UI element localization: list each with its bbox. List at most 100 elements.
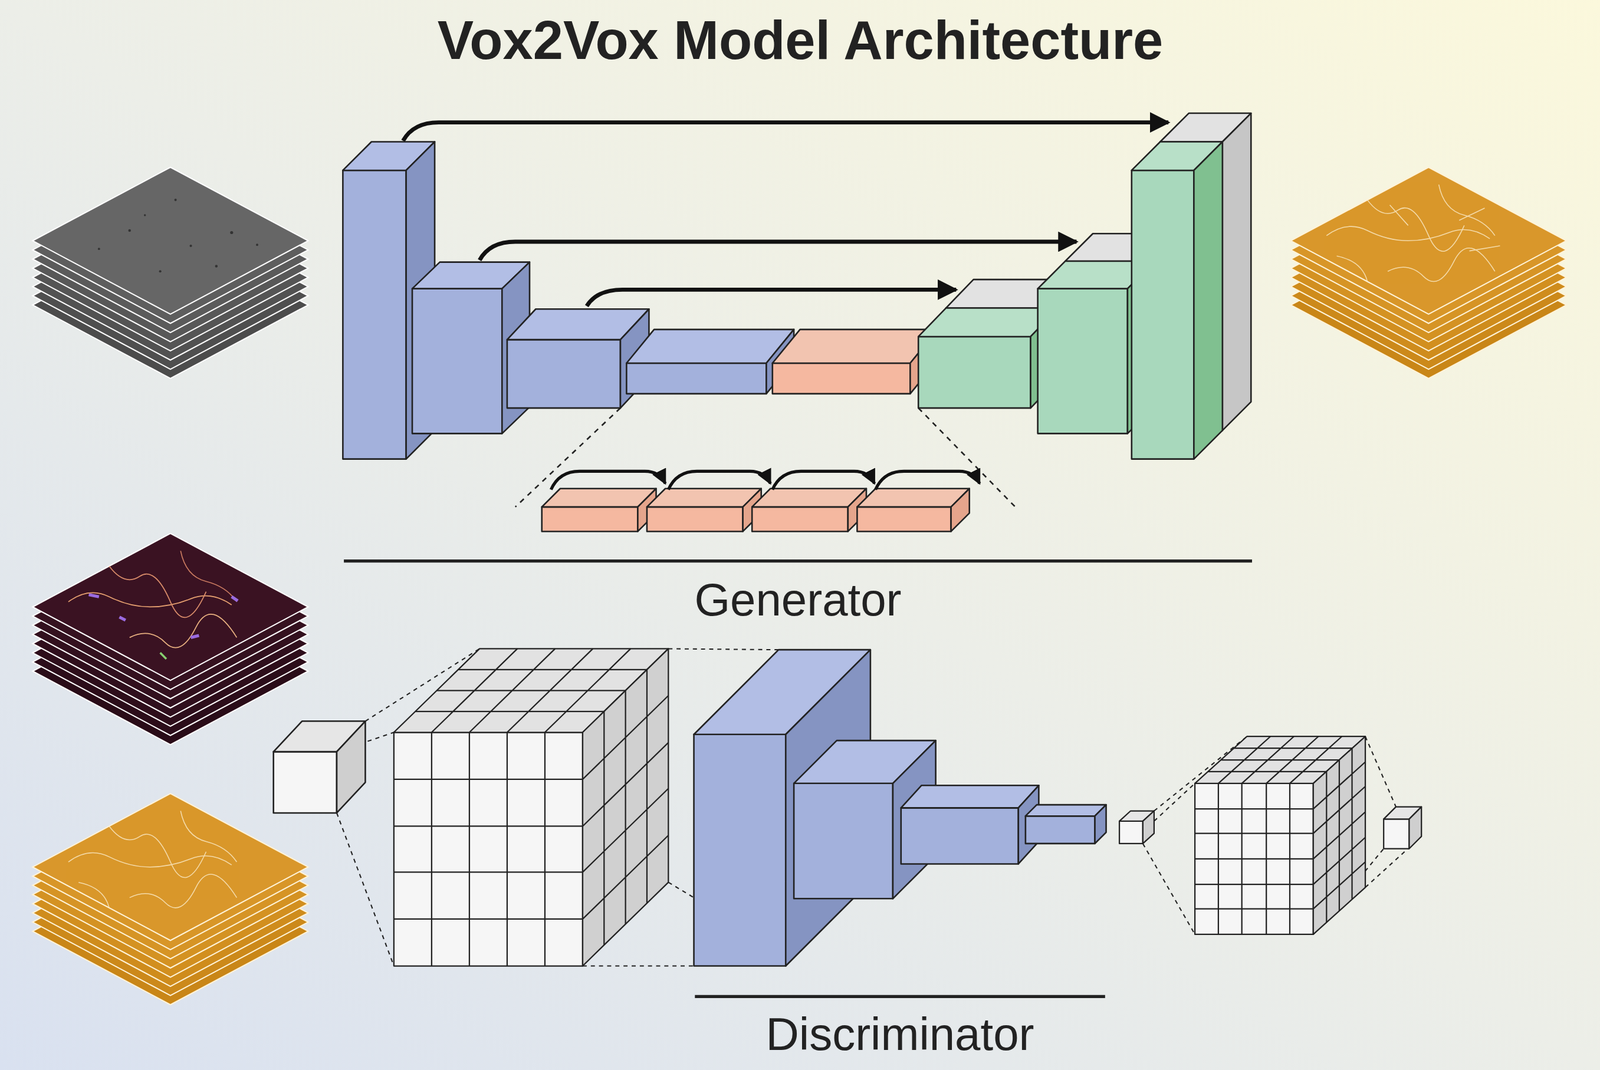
input-stack: [189, 244, 192, 248]
output-stack: [1290, 167, 1567, 315]
output-cube: [1408, 807, 1422, 850]
residual-block: [646, 507, 744, 532]
patch-lines: [582, 965, 695, 967]
decoder-block: [918, 336, 1031, 409]
output-stack: [1326, 226, 1490, 241]
decoder-block: [1222, 113, 1251, 431]
output-stack: [1326, 184, 1500, 282]
diagram-title: Vox2Vox Model Architecture: [437, 12, 1163, 68]
bottleneck-block: [772, 329, 938, 394]
output-stack: [1438, 184, 1496, 236]
output-stack: [1387, 248, 1496, 282]
encoder-block: [342, 170, 406, 460]
output-stack: [1290, 167, 1567, 379]
discriminator-block: [793, 783, 893, 900]
skip-arrow: [586, 289, 956, 307]
residual-block: [646, 488, 762, 508]
residual-arrow: [875, 471, 980, 490]
target-stack: [89, 595, 239, 639]
target-stack: [180, 550, 237, 603]
output-cube: [1119, 736, 1422, 935]
input-stack: [32, 167, 308, 315]
section-label: Discriminator: [765, 1011, 1034, 1058]
discriminator-block: [1095, 805, 1107, 844]
input-stack: [127, 229, 131, 232]
patch-lines: [1154, 783, 1195, 822]
discriminator-block: [1025, 816, 1096, 844]
encoder-block: [626, 329, 794, 364]
output-cube: [1119, 821, 1143, 844]
patch-lines: [336, 648, 1422, 967]
voxel-grid: [393, 732, 583, 967]
bottleneck-block: [772, 363, 911, 394]
residual-arrow: [550, 471, 980, 490]
patch-cube: [336, 721, 366, 814]
target-stack: [160, 652, 167, 659]
section-rule: [694, 995, 1106, 999]
input-stack: [230, 231, 233, 235]
section-rule: [343, 559, 1253, 563]
residual-arrow: [772, 471, 875, 490]
voxel-grid: [393, 648, 669, 967]
skip-arrow: [402, 122, 1169, 141]
generated-stack: [180, 811, 237, 863]
input-stack: [174, 198, 177, 202]
generated-stack: [68, 811, 237, 909]
decoder-block: [1193, 142, 1222, 460]
output-stack: [1390, 205, 1501, 252]
residual-arrow: [668, 471, 771, 490]
generated-stack: [78, 882, 110, 909]
output-cube: [1194, 736, 1366, 935]
decoder-block: [1131, 170, 1195, 460]
section-label: Generator: [694, 576, 902, 623]
discriminator-block: [901, 785, 1040, 808]
input-stack: [97, 247, 101, 251]
skip-arrow: [479, 241, 1077, 261]
encoder-block: [626, 363, 767, 394]
generated-stack: [129, 874, 238, 909]
output-stack: [1336, 255, 1368, 282]
patch-lines: [668, 648, 779, 650]
output-cube: [1142, 811, 1155, 844]
output-cube: [1383, 819, 1409, 849]
input-stack: [215, 264, 218, 268]
patch-cube: [273, 751, 337, 814]
residual-block: [751, 488, 867, 508]
encoder-block: [412, 288, 502, 435]
residual-block: [856, 488, 969, 508]
input-stack: [255, 243, 259, 246]
input-stack: [159, 270, 162, 273]
residual-block: [751, 507, 849, 532]
input-stack: [97, 198, 259, 273]
generated-stack: [68, 852, 232, 867]
residual-block: [856, 507, 951, 532]
residual-block: [541, 488, 657, 508]
encoder-block: [342, 142, 794, 460]
patch-lines: [1142, 843, 1195, 935]
discriminator-block: [694, 734, 787, 967]
discriminator-block: [901, 807, 1019, 864]
patch-cube: [273, 721, 366, 814]
bottleneck-block: [772, 329, 938, 364]
patch-lines: [668, 882, 694, 899]
generated-stack: [32, 793, 308, 941]
zoom-line: [515, 408, 1016, 508]
residual-block: [541, 507, 639, 532]
target-stack: [32, 533, 308, 681]
discriminator-block: [694, 649, 1107, 967]
patch-lines: [336, 813, 394, 967]
input-stack: [32, 167, 308, 379]
patch-lines: [1365, 736, 1396, 807]
discriminator-block: [1025, 805, 1107, 817]
generated-stack: [32, 793, 308, 1005]
residual-arrow: [550, 471, 666, 490]
residual-block: [541, 488, 970, 532]
target-stack: [129, 614, 238, 649]
decoder-block: [918, 113, 1251, 460]
voxel-grid: [393, 648, 669, 967]
residual-block: [951, 488, 970, 532]
